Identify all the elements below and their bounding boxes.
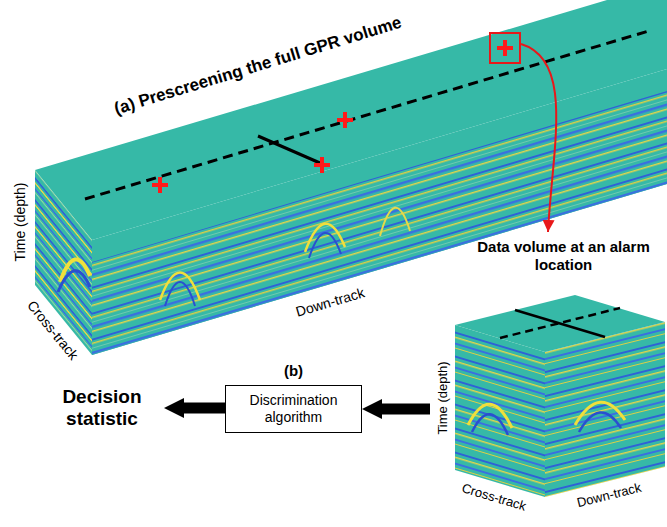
alarm-cross xyxy=(337,112,353,128)
output-text: Decision statistic xyxy=(40,386,164,430)
alarm-box xyxy=(490,33,520,63)
figure-part-title: (a) Prescreening the full GPR volume xyxy=(112,13,404,120)
axis-label: Time (depth) xyxy=(12,183,28,262)
cube-right-face xyxy=(545,322,665,497)
alarm-volume-region: Data volume at an alarm location xyxy=(430,238,667,510)
down-track-dashed-line xyxy=(85,30,652,199)
region-heading: Data volume at an alarm location xyxy=(460,238,667,274)
hyperbola xyxy=(472,414,508,435)
block-arrow xyxy=(382,404,430,415)
hyperbola xyxy=(309,233,341,258)
volume-front-stripes xyxy=(92,91,667,355)
axis-label: Down-track xyxy=(294,284,366,319)
hyperbola xyxy=(579,412,621,432)
process-box: (b)Discrimination algorithm xyxy=(225,385,362,433)
output-node: Decision statistic xyxy=(40,386,164,430)
cross-track-line xyxy=(258,136,320,163)
part-tag: (b) xyxy=(226,362,361,380)
alarm-cross xyxy=(497,40,513,56)
alarm-cross xyxy=(314,157,330,173)
alarm-cross xyxy=(152,177,168,193)
hyperbola xyxy=(165,282,195,306)
down-track-dashed-line xyxy=(500,308,620,338)
axis-label: Cross-track xyxy=(460,480,528,513)
hyperbola xyxy=(160,273,200,301)
cross-track-line xyxy=(515,310,605,337)
block-arrow xyxy=(184,403,225,414)
zoom-arrow xyxy=(521,44,556,232)
hyperbola xyxy=(468,404,512,428)
process-text: Discrimination algorithm xyxy=(234,392,353,426)
hyperbola xyxy=(380,208,410,236)
axis-label: Down-track xyxy=(575,480,642,510)
axis-label: Cross-track xyxy=(24,297,82,363)
hyperbola xyxy=(58,271,90,292)
axis-label: Time (depth) xyxy=(435,361,450,434)
cube-left-face xyxy=(455,325,545,497)
